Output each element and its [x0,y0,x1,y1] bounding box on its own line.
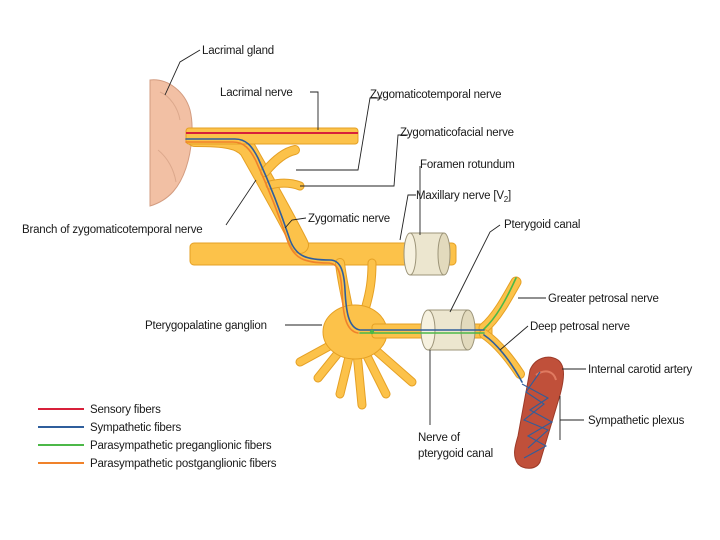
legend-label-parasympathetic-pre: Parasympathetic preganglionic fibers [90,440,272,452]
label-zygomaticofacial-nerve: Zygomaticofacial nerve [400,127,514,139]
label-pterygoid-canal: Pterygoid canal [504,219,580,231]
label-greater-petrosal-nerve: Greater petrosal nerve [548,293,659,305]
legend-label-parasympathetic-post: Parasympathetic postganglionic fibers [90,458,277,470]
legend-label-sensory: Sensory fibers [90,404,161,416]
label-internal-carotid-artery: Internal carotid artery [588,364,693,376]
label-sympathetic-plexus: Sympathetic plexus [588,415,685,427]
legend-item: Parasympathetic postganglionic fibers [38,458,277,470]
label-foramen-rotundum: Foramen rotundum [420,159,515,171]
label-maxillary-nerve-main: Maxillary nerve [V [416,190,504,202]
label-maxillary-nerve: Maxillary nerve [V2] [416,190,511,204]
label-maxillary-nerve-sub: 2 [504,195,509,204]
legend-label-sympathetic: Sympathetic fibers [90,422,181,434]
petrosal-nerves [478,276,525,383]
lacrimal-gland [149,79,193,207]
label-deep-petrosal-nerve: Deep petrosal nerve [530,321,630,333]
leader-lines [164,49,586,440]
label-zygomatic-nerve: Zygomatic nerve [308,213,390,225]
label-pterygopalatine-ganglion: Pterygopalatine ganglion [145,320,267,332]
lacrimal-nerve [185,127,359,145]
legend: Sensory fibers Sympathetic fibers Parasy… [38,404,277,470]
label-lacrimal-gland: Lacrimal gland [202,45,274,57]
legend-item: Parasympathetic preganglionic fibers [38,440,272,452]
label-nerve-of-pterygoid-canal-line1: Nerve of [418,432,461,444]
label-zygomaticotemporal-nerve: Zygomaticotemporal nerve [370,89,501,101]
legend-item: Sensory fibers [38,404,161,416]
ganglion-synapse [369,329,375,335]
label-lacrimal-nerve: Lacrimal nerve [220,87,293,99]
label-branch-zygomaticotemporal: Branch of zygomaticotemporal nerve [22,224,203,236]
zygomatic-small-branches [260,145,305,191]
sympathetic-plexus [521,371,554,459]
maxillary-nerve [189,242,457,266]
label-nerve-of-pterygoid-canal-line2: pterygoid canal [418,448,493,460]
foramen-rotundum [403,232,451,276]
label-maxillary-nerve-close: ] [508,190,511,202]
fiber-paths [185,138,485,335]
pterygopalatine-ganglion [295,304,417,410]
legend-item: Sympathetic fibers [38,422,182,434]
